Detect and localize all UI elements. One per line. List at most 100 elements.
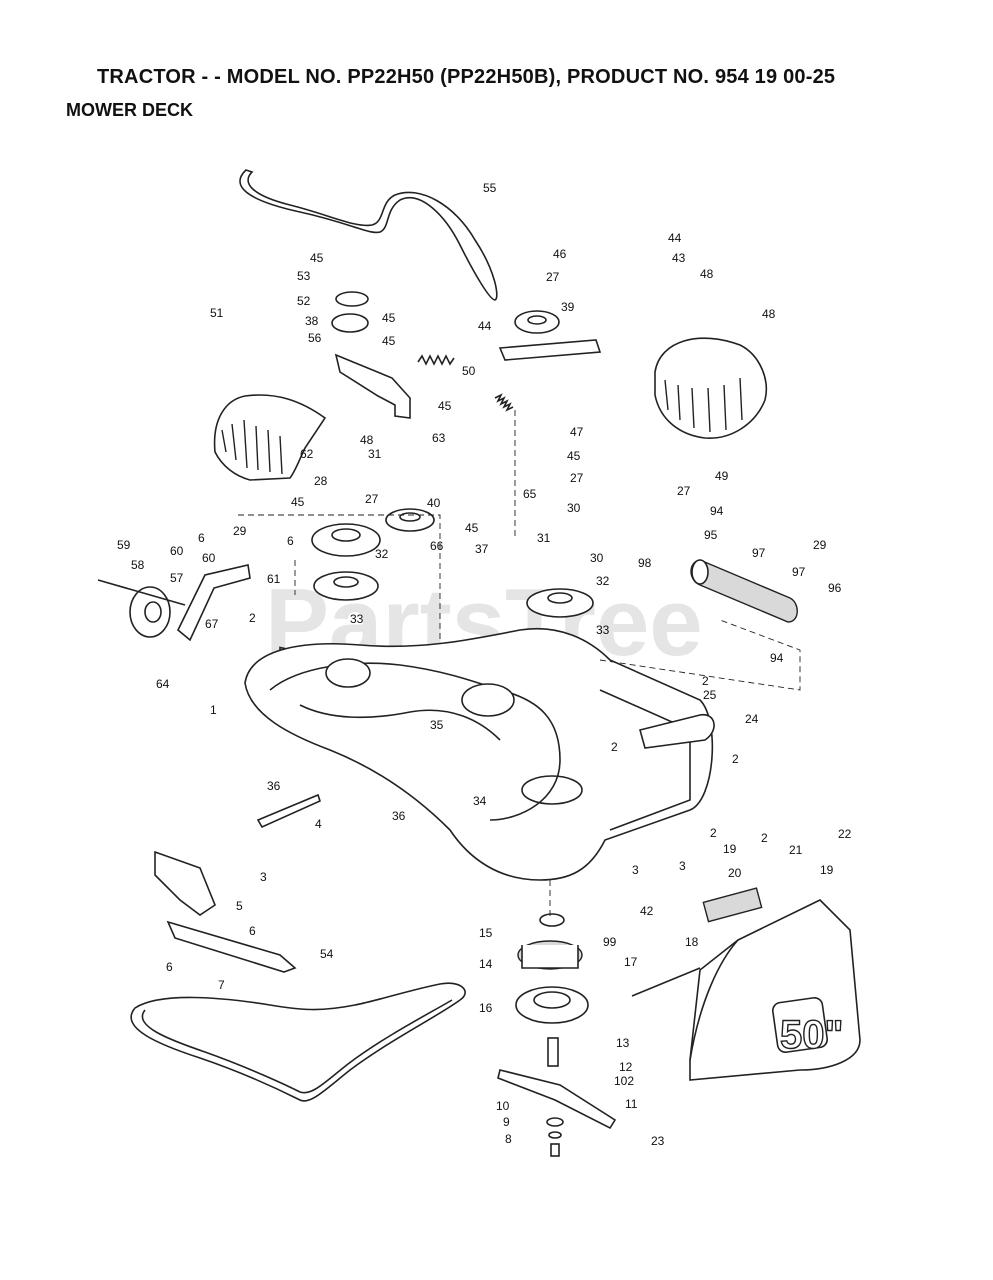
bracket-20	[702, 887, 763, 923]
part-callout-59: 59	[117, 538, 131, 552]
pulley-32-left	[313, 571, 379, 601]
part-callout-99: 99	[603, 935, 617, 949]
part-callout-3: 3	[260, 870, 267, 884]
part-callout-23: 23	[651, 1134, 665, 1148]
part-callout-19: 19	[723, 842, 737, 856]
part-callout-63: 63	[432, 431, 446, 445]
part-callout-21: 21	[789, 843, 803, 857]
part-callout-45: 45	[291, 495, 305, 509]
part-callout-8: 8	[505, 1132, 512, 1146]
part-callout-96: 96	[828, 581, 842, 595]
washer-15	[539, 913, 565, 927]
part-callout-3: 3	[632, 863, 639, 877]
spring-56	[417, 354, 455, 366]
pulley-65	[385, 508, 435, 532]
part-callout-33: 33	[596, 623, 610, 637]
deck-size-badge: 50"	[780, 1013, 843, 1057]
part-callout-40: 40	[427, 496, 441, 510]
part-callout-55: 55	[483, 181, 497, 195]
part-callout-2: 2	[710, 826, 717, 840]
part-callout-6: 6	[166, 960, 173, 974]
belt-lower	[130, 982, 466, 1102]
part-callout-64: 64	[156, 677, 170, 691]
part-callout-51: 51	[210, 306, 224, 320]
pulley-52	[331, 313, 369, 333]
part-callout-95: 95	[704, 528, 718, 542]
spindle-ring-16	[515, 986, 589, 1024]
part-callout-94: 94	[770, 651, 784, 665]
part-callout-45: 45	[382, 311, 396, 325]
part-callout-19: 19	[820, 863, 834, 877]
part-callout-20: 20	[728, 866, 742, 880]
belt-cover-left	[213, 394, 327, 481]
part-callout-1: 1	[210, 703, 217, 717]
pulley-40	[311, 523, 381, 557]
part-callout-22: 22	[838, 827, 852, 841]
part-callout-2: 2	[611, 740, 618, 754]
part-callout-30: 30	[567, 501, 581, 515]
part-callout-46: 46	[553, 247, 567, 261]
part-callout-13: 13	[616, 1036, 630, 1050]
page-title: TRACTOR - - MODEL NO. PP22H50 (PP22H50B)…	[97, 66, 836, 88]
part-callout-17: 17	[624, 955, 638, 969]
part-callout-47: 47	[570, 425, 584, 439]
part-callout-45: 45	[465, 521, 479, 535]
part-callout-16: 16	[479, 1001, 493, 1015]
part-callout-30: 30	[590, 551, 604, 565]
part-callout-6: 6	[249, 924, 256, 938]
part-callout-53: 53	[297, 269, 311, 283]
callout-labels: 5546454443273945535238454456504551484848…	[117, 181, 852, 1148]
part-callout-35: 35	[430, 718, 444, 732]
part-callout-10: 10	[496, 1099, 510, 1113]
gauge-wheel-58	[129, 586, 171, 638]
part-callout-27: 27	[677, 484, 691, 498]
part-callout-37: 37	[475, 542, 489, 556]
part-callout-2: 2	[249, 611, 256, 625]
section-subtitle: MOWER DECK	[66, 100, 193, 120]
part-callout-49: 49	[715, 469, 729, 483]
part-callout-11: 11	[625, 1097, 638, 1111]
part-callout-36: 36	[267, 779, 281, 793]
part-callout-33: 33	[350, 612, 364, 626]
part-callout-7: 7	[218, 978, 225, 992]
part-callout-98: 98	[638, 556, 652, 570]
part-callout-2: 2	[761, 831, 768, 845]
part-callout-25: 25	[703, 688, 717, 702]
part-callout-58: 58	[131, 558, 145, 572]
part-callout-12: 12	[619, 1060, 633, 1074]
spring-51	[494, 393, 514, 412]
belt-cover-right	[654, 337, 767, 439]
part-callout-2: 2	[732, 752, 739, 766]
part-callout-34: 34	[473, 794, 487, 808]
part-callout-60: 60	[170, 544, 184, 558]
part-callout-97: 97	[792, 565, 806, 579]
rod-17	[631, 967, 701, 997]
shaft-13	[547, 1037, 559, 1067]
part-callout-24: 24	[745, 712, 759, 726]
part-callout-38: 38	[305, 314, 319, 328]
part-callout-66: 66	[430, 539, 444, 553]
part-callout-45: 45	[438, 399, 452, 413]
part-callout-48: 48	[360, 433, 374, 447]
part-callout-54: 54	[320, 947, 334, 961]
blade-11	[497, 1069, 617, 1130]
part-callout-60: 60	[202, 551, 216, 565]
part-callout-67: 67	[205, 617, 219, 631]
part-callout-31: 31	[537, 531, 551, 545]
part-callout-45: 45	[310, 251, 324, 265]
part-callout-32: 32	[375, 547, 389, 561]
part-callout-102: 102	[614, 1074, 634, 1088]
part-callout-44: 44	[478, 319, 492, 333]
idler-bracket-left	[334, 353, 411, 419]
part-callout-65: 65	[523, 487, 537, 501]
part-callout-61: 61	[267, 572, 281, 586]
pulley-53	[335, 291, 369, 307]
idler-arm-right	[498, 339, 602, 361]
part-callout-36: 36	[392, 809, 406, 823]
part-callout-5: 5	[236, 899, 243, 913]
belt-upper	[239, 169, 498, 301]
mower-deck-shell	[244, 628, 714, 881]
part-callout-32: 32	[596, 574, 610, 588]
part-callout-39: 39	[561, 300, 575, 314]
